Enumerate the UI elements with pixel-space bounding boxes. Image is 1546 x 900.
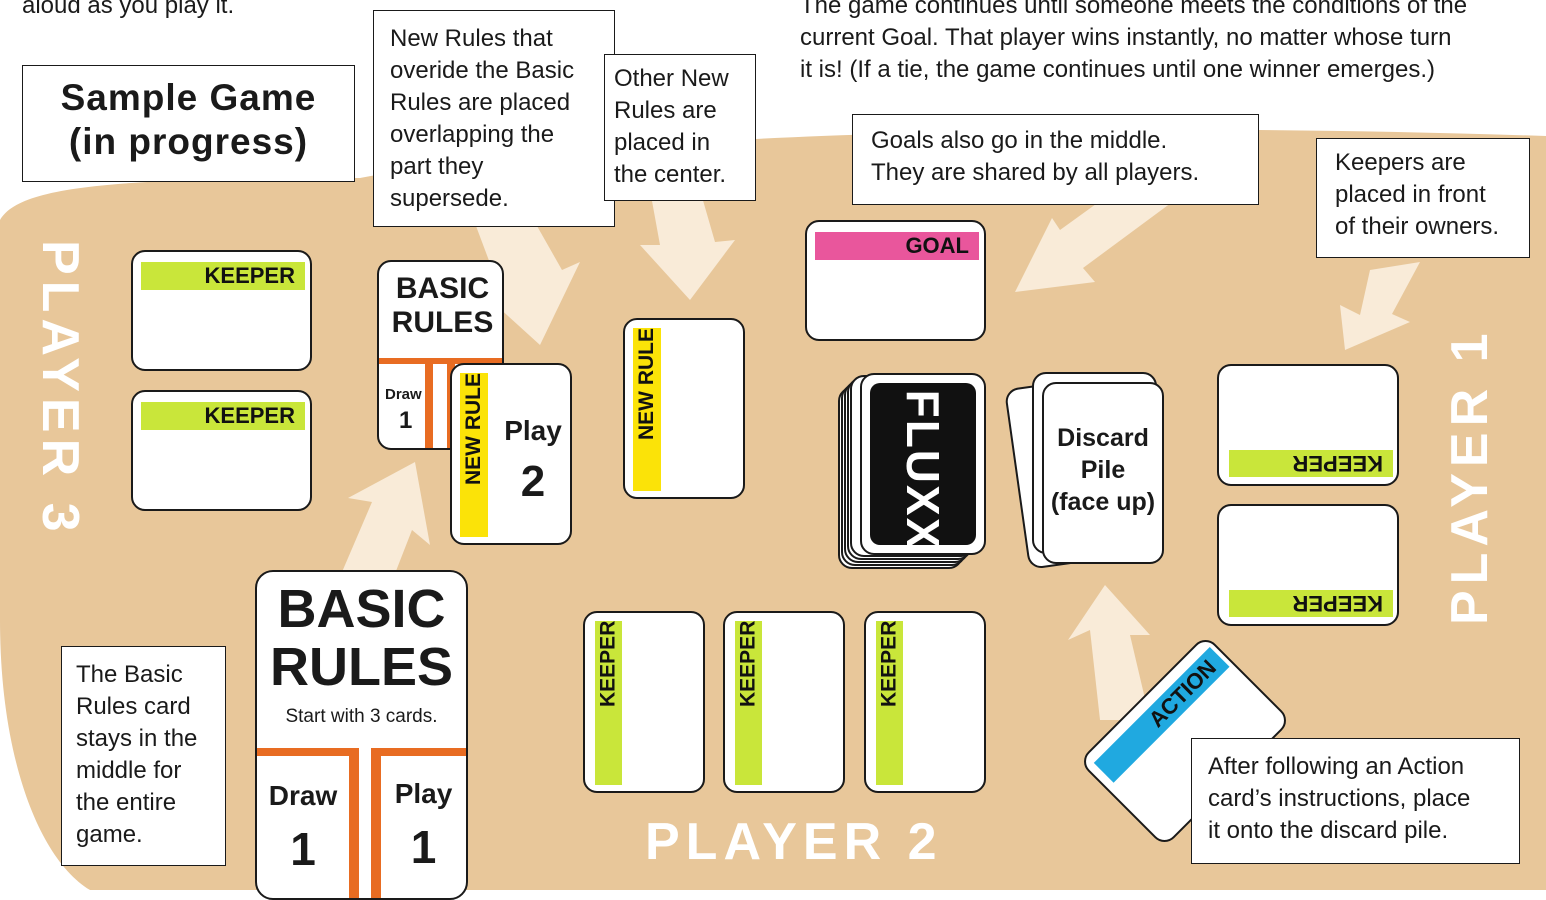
draw-pile[interactable]: FLUXX [838, 373, 988, 573]
goal-card[interactable]: GOAL [805, 220, 986, 341]
callout-line: stays in the [76, 723, 225, 755]
keeper-card[interactable]: KEEPER [723, 611, 845, 793]
draw-label: Draw [385, 386, 422, 403]
play-value: 2 [498, 457, 568, 507]
callout-line: Other New [614, 63, 755, 95]
discard-pile[interactable]: Discard Pile (face up) [1010, 368, 1170, 578]
callout-line: the entire [76, 787, 225, 819]
basic-rules-subtitle: Start with 3 cards. [257, 706, 466, 728]
keeper-card[interactable]: KEEPER [1217, 364, 1399, 486]
play-value: 1 [381, 820, 466, 874]
callout-line: Rules are placed [390, 87, 614, 119]
new-rule-label: NEW RULE [460, 373, 488, 537]
callout-basic-rules: The Basic Rules card stays in the middle… [61, 646, 226, 866]
callout-goals: Goals also go in the middle. They are sh… [852, 114, 1259, 205]
basic-rules-title: RULES [379, 306, 504, 340]
rules-divider [257, 748, 357, 756]
keeper-card[interactable]: KEEPER [131, 250, 312, 371]
rules-divider [371, 748, 468, 756]
callout-line: card’s instructions, place [1208, 783, 1519, 815]
fluxx-logo-back: FLUXX [870, 383, 976, 545]
basic-rules-title: BASIC [379, 272, 504, 306]
title-line: (in progress) [23, 120, 354, 164]
callout-keepers: Keepers are placed in front of their own… [1316, 138, 1530, 258]
callout-line: New Rules that [390, 23, 614, 55]
rules-divider [371, 748, 381, 900]
callout-line: Keepers are [1335, 147, 1529, 179]
fluxx-logo: FLUXX [896, 387, 950, 553]
callout-line: placed in [614, 127, 755, 159]
callout-line: it onto the discard pile. [1208, 815, 1519, 847]
keeper-label: KEEPER [1229, 590, 1393, 617]
intro-line: it is! (If a tie, the game continues unt… [800, 54, 1546, 86]
keeper-label: KEEPER [141, 262, 305, 290]
keeper-card[interactable]: KEEPER [1217, 504, 1399, 626]
player-3-label: PLAYER 3 [30, 240, 90, 538]
callout-line: of their owners. [1335, 211, 1529, 243]
callout-new-rules-overlap: New Rules that overide the Basic Rules a… [373, 10, 615, 227]
new-rule-label: NEW RULE [633, 328, 661, 491]
discard-text: Discard [1044, 422, 1162, 454]
callout-line: The Basic [76, 659, 225, 691]
page-title: Sample Game (in progress) [22, 65, 355, 182]
callout-other-new-rules: Other New Rules are placed in the center… [604, 54, 756, 201]
deck-top-card: FLUXX [860, 373, 986, 555]
discard-text: Pile [1044, 454, 1162, 486]
intro-line: The game continues until someone meets t… [800, 0, 1546, 22]
callout-action: After following an Action card’s instruc… [1191, 738, 1520, 864]
play-label: Play [381, 778, 466, 810]
keeper-card[interactable]: KEEPER [864, 611, 986, 793]
draw-value: 1 [399, 407, 412, 435]
callout-line: game. [76, 819, 225, 851]
callout-line: middle for [76, 755, 225, 787]
rules-divider [425, 358, 433, 450]
keeper-card[interactable]: KEEPER [131, 390, 312, 511]
draw-label: Draw [259, 780, 347, 812]
goal-label: GOAL [815, 232, 979, 260]
callout-line: Rules are [614, 95, 755, 127]
callout-line: They are shared by all players. [871, 157, 1258, 189]
big-basic-rules-card[interactable]: BASIC RULES Start with 3 cards. Draw 1 P… [255, 570, 468, 900]
player-1-label: PLAYER 1 [1440, 327, 1500, 625]
rules-divider [349, 748, 359, 900]
keeper-label: KEEPER [735, 621, 762, 785]
keeper-label: KEEPER [876, 621, 903, 785]
keeper-label: KEEPER [1229, 450, 1393, 477]
callout-line: After following an Action [1208, 751, 1519, 783]
callout-line: Rules card [76, 691, 225, 723]
keeper-label: KEEPER [595, 621, 622, 785]
intro-line: current Goal. That player wins instantly… [800, 22, 1546, 54]
callout-line: overlapping the [390, 119, 614, 151]
discard-text: (face up) [1044, 486, 1162, 518]
new-rule-card[interactable]: NEW RULE [623, 318, 745, 499]
callout-line: overide the Basic [390, 55, 614, 87]
title-line: Sample Game [23, 76, 354, 120]
keeper-card[interactable]: KEEPER [583, 611, 705, 793]
discard-top-card: Discard Pile (face up) [1042, 382, 1164, 564]
callout-line: supersede. [390, 183, 614, 215]
basic-rules-title: RULES [257, 638, 466, 696]
new-rule-card[interactable]: NEW RULE Play 2 [450, 363, 572, 545]
intro-text-right: The game continues until someone meets t… [800, 0, 1546, 86]
callout-line: the center. [614, 159, 755, 191]
callout-line: placed in front [1335, 179, 1529, 211]
basic-rules-title: BASIC [257, 580, 466, 638]
keeper-label: KEEPER [141, 402, 305, 430]
callout-line: part they [390, 151, 614, 183]
callout-line: Goals also go in the middle. [871, 125, 1258, 157]
player-2-label: PLAYER 2 [645, 812, 943, 872]
intro-text-left: aloud as you play it. [22, 0, 234, 22]
play-label: Play [498, 415, 568, 447]
draw-value: 1 [259, 822, 347, 876]
